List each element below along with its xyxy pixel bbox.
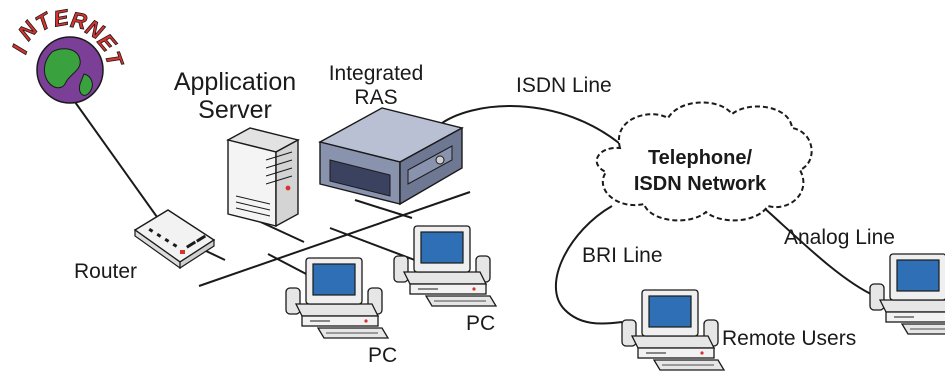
application-server-label-line1: Application	[174, 68, 296, 96]
bri-line	[554, 205, 623, 325]
integrated-ras-label-line1: Integrated	[329, 62, 424, 85]
labels: Application Server Integrated RAS ISDN L…	[74, 62, 895, 367]
integrated-ras-label-line2: RAS	[354, 86, 397, 109]
pc-left-label: PC	[368, 344, 397, 367]
server-icon	[226, 127, 300, 228]
internet-logo-letter: I	[7, 42, 33, 57]
analog-line-label: Analog Line	[784, 226, 895, 249]
application-server-label-line2: Server	[198, 96, 272, 124]
isdn-line-label: ISDN Line	[516, 74, 612, 97]
cloud-icon	[595, 101, 813, 222]
ras-rack-icon	[318, 107, 464, 206]
router-icon	[133, 209, 216, 270]
internet-logo-letter: R	[69, 7, 89, 34]
analog-pc-icon	[869, 253, 945, 335]
internet-logo-letter: E	[52, 4, 72, 31]
ras-drop	[354, 199, 413, 219]
router-label: Router	[74, 260, 137, 283]
connections	[69, 94, 876, 325]
analog-line	[761, 205, 876, 297]
remote-users-label: Remote Users	[722, 327, 856, 350]
remote-user-pc-icon	[621, 289, 725, 371]
pc-right-label: PC	[466, 312, 495, 335]
cloud-label-line1: Telephone/	[648, 147, 753, 169]
pc-left-drop	[267, 253, 311, 277]
pc-right-icon	[393, 225, 497, 307]
bri-line-label: BRI Line	[582, 244, 663, 267]
pc-left-icon	[285, 257, 389, 339]
cloud-label-line2: ISDN Network	[634, 173, 767, 195]
lan-backbone	[198, 191, 471, 287]
isdn-line	[437, 105, 626, 149]
internet-router-link	[69, 94, 173, 239]
